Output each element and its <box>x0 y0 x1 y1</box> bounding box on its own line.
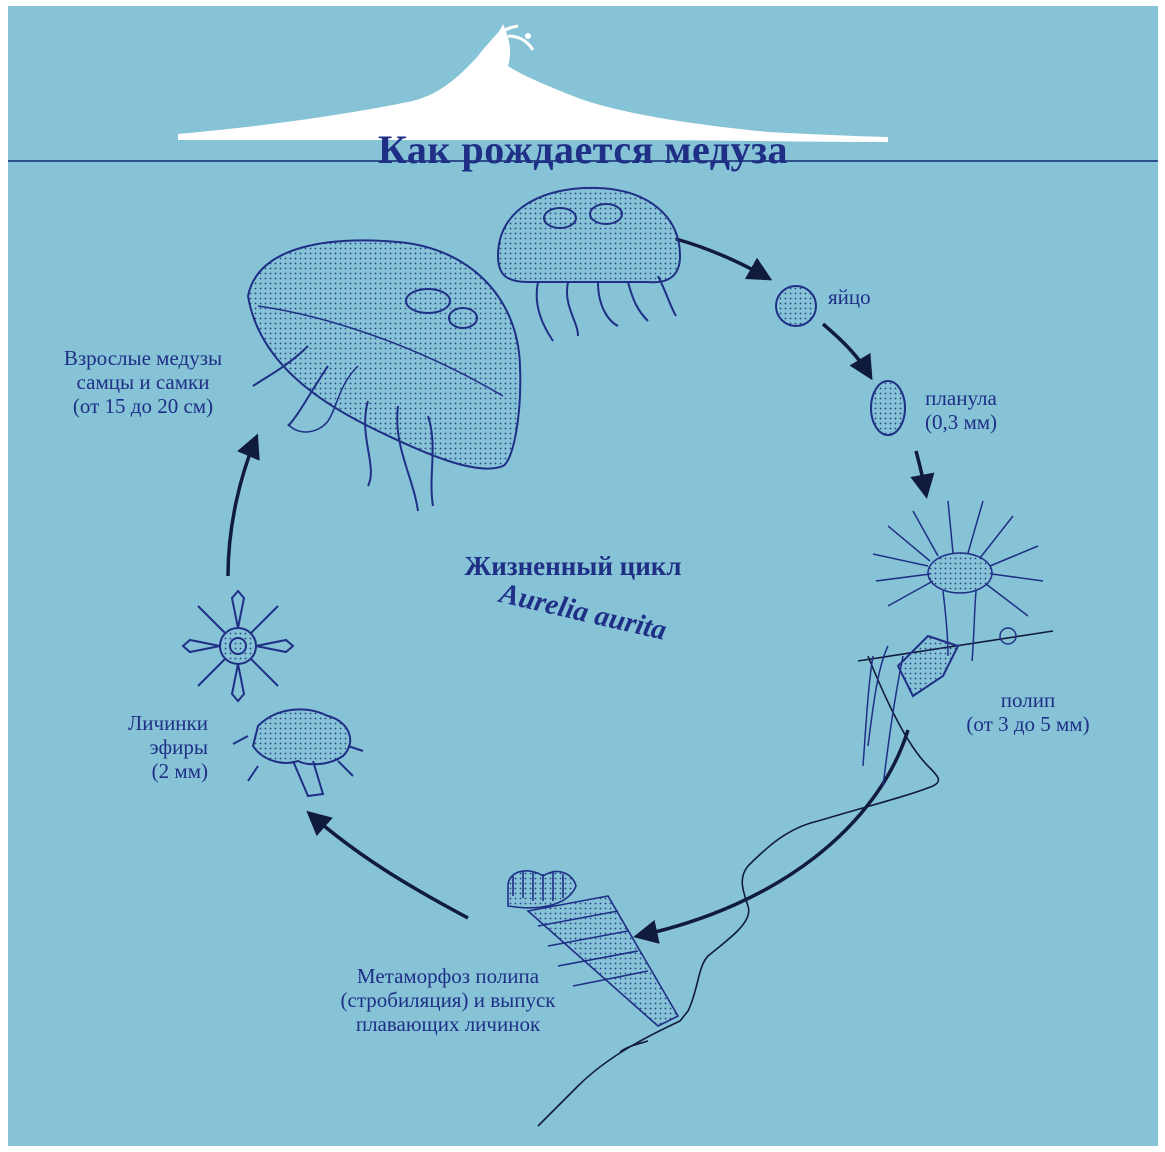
polyp-drawing <box>863 501 1043 786</box>
strobilation-label: Метаморфоз полипа (стробиляция) и выпуск… <box>313 964 583 1036</box>
strobilation-line2: (стробиляция) и выпуск <box>313 988 583 1012</box>
cycle-heading: Жизненный цикл <box>403 551 743 582</box>
strobilation-line3: плавающих личинок <box>313 1012 583 1036</box>
egg-drawing <box>776 286 816 326</box>
adult-label: Взрослые медузы самцы и самки (от 15 до … <box>38 346 248 418</box>
planula-name: планула <box>906 386 1016 410</box>
poster: Как рождается медуза Жизненный цикл Aure… <box>8 6 1158 1146</box>
ephyra-drawing <box>183 591 293 701</box>
planula-label: планула (0,3 мм) <box>906 386 1016 434</box>
planula-size: (0,3 мм) <box>906 410 1016 434</box>
ephyra-line2: эфиры <box>58 735 208 759</box>
planula-drawing <box>871 381 905 435</box>
ephyra-side-drawing <box>233 709 363 796</box>
strobilation-line1: Метаморфоз полипа <box>313 964 583 988</box>
ephyra-label: Личинки эфиры (2 мм) <box>58 711 208 783</box>
poster-title: Как рождается медуза <box>8 126 1158 173</box>
polyp-size: (от 3 до 5 мм) <box>938 712 1118 736</box>
adult-line1: Взрослые медузы <box>38 346 248 370</box>
egg-label: яйцо <box>828 285 871 309</box>
adult-jellyfish-small <box>498 188 680 341</box>
ephyra-line3: (2 мм) <box>58 759 208 783</box>
ephyra-line1: Личинки <box>58 711 208 735</box>
adult-jellyfish-large <box>248 240 520 511</box>
polyp-label: полип (от 3 до 5 мм) <box>938 688 1118 736</box>
adult-line2: самцы и самки <box>38 370 248 394</box>
polyp-name: полип <box>938 688 1118 712</box>
adult-line3: (от 15 до 20 см) <box>38 394 248 418</box>
